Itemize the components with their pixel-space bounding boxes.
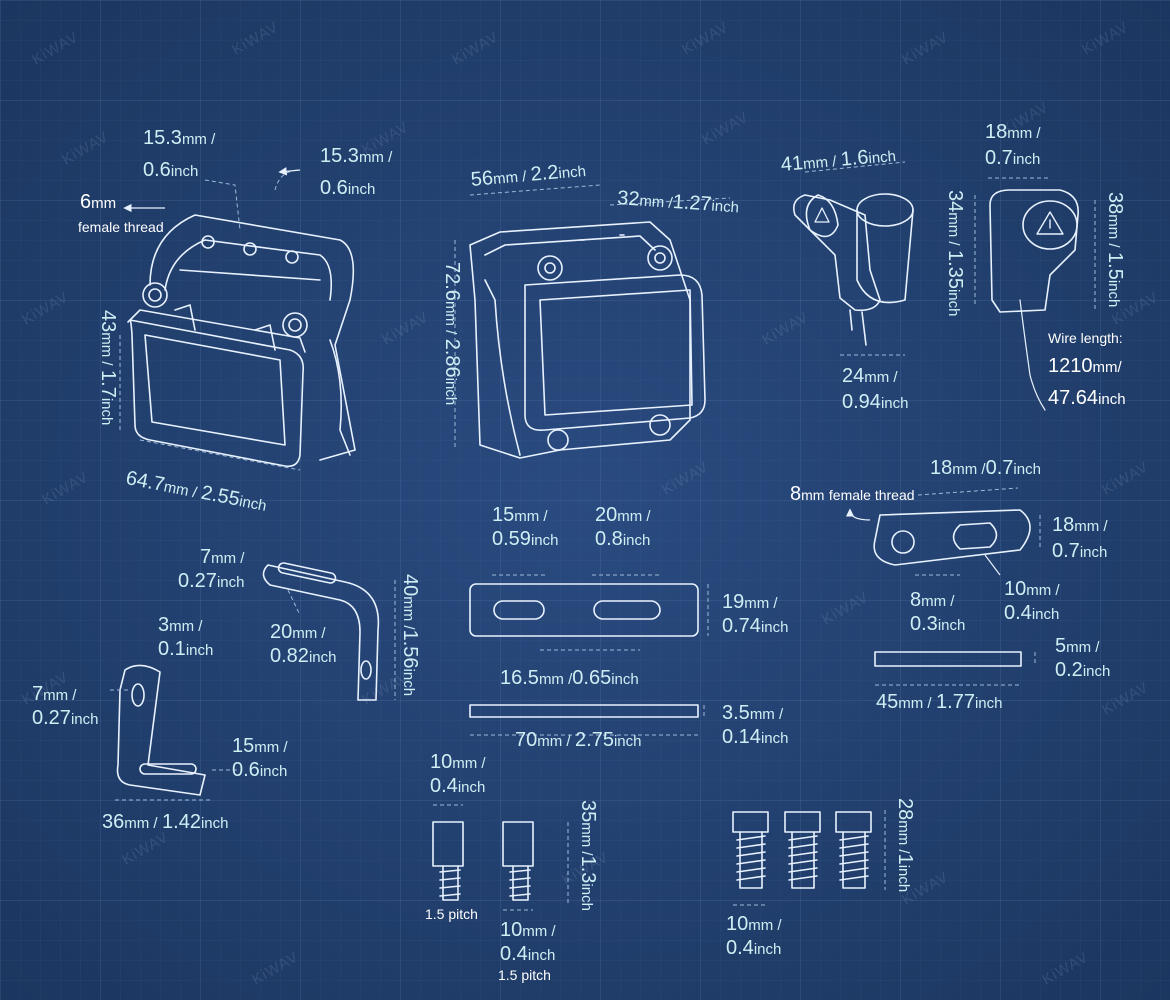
slotted-strip-drawing [469,583,699,718]
switch-cap-angled-drawing [792,193,914,346]
dim-label: 35mm /1.3inch [577,800,599,911]
dim-label: 20mm / [595,504,651,526]
dim-label: 10mm / [726,913,782,935]
dim-label: 0.4inch [1004,602,1060,624]
dim-label: 34mm / 1.35inch [944,190,966,317]
dim-label: 0.8inch [595,528,651,550]
dim-label: 15mm / [232,735,288,757]
dim-label: 5mm / [1055,635,1100,657]
dim-label: 28mm /1inch [894,798,916,893]
dim-label: 45mm / 1.77inch [876,691,1003,713]
dim-label: 3mm / [158,614,203,636]
dim-label: 7mm / [200,546,245,568]
dim-label: 72.6mm / 2.86inch [441,262,463,406]
l-bracket-large-drawing [262,562,380,701]
wire-length-title: Wire length: [1048,330,1123,346]
dim-label: 10mm / [1004,578,1060,600]
dim-label: 10mm / [430,751,486,773]
dim-label: 43mm / 1.7inch [97,310,119,426]
spacers-drawing [432,821,534,901]
dim-label: 15.3mm / [143,127,216,149]
switch-cap-upright-drawing [989,189,1079,411]
side-bracket-drawing [469,221,706,459]
dim-label: 0.3inch [910,613,966,635]
dim-label: 24mm / [842,365,898,387]
bolts-drawing [732,811,872,889]
dim-label: 18mm / [985,121,1041,143]
dim-label: 0.4inch [726,937,782,959]
dim-label: 15.3mm / [320,145,393,167]
dim-label: 0.27inch [32,707,99,729]
dim-label: 0.6inch [143,159,199,181]
dim-label: 18mm / [1052,514,1108,536]
dim-label: 0.59inch [492,528,559,550]
dim-label: 0.6inch [320,177,376,199]
thread-callout: 6mm [80,191,117,213]
dim-label: 16.5mm /0.65inch [500,667,639,689]
callout-arrows [123,167,1001,576]
dim-label: 10mm / [500,919,556,941]
dim-label: 3.5mm / [722,702,784,724]
dim-label: 0.14inch [722,726,789,748]
dim-label: 0.1inch [158,638,214,660]
l-bracket-small-drawing [116,664,206,796]
dim-label: 15mm / [492,504,548,526]
wire-length-mm: 1210mm/ [1048,355,1122,377]
dim-label: 0.94inch [842,391,909,413]
dim-label: 0.27inch [178,570,245,592]
dim-label: 8mm / [910,589,955,611]
thread-callout-text: female thread [78,219,164,235]
pitch-label: 1.5 pitch [498,967,551,983]
dim-label: 20mm / [270,621,326,643]
front-bracket-drawing [127,214,356,468]
dimension-lines [110,161,1096,911]
dim-label: 18mm /0.7inch [930,457,1041,479]
plate-thread-callout: 8mm female thread [790,483,915,505]
dim-label: 0.74inch [722,615,789,637]
dim-label: 40mm /1.56inch [399,574,421,697]
dim-label: 19mm / [722,591,778,613]
dim-label: 70mm / 2.75inch [515,729,642,751]
dim-label: 0.2inch [1055,659,1111,681]
dim-label: 0.7inch [1052,540,1108,562]
pitch-label: 1.5 pitch [425,906,478,922]
dim-label: 0.6inch [232,759,288,781]
dim-label: 0.7inch [985,147,1041,169]
dim-label: 0.4inch [500,943,556,965]
mount-plate-drawing [873,509,1031,667]
dim-label: 0.4inch [430,775,486,797]
wire-length-inch: 47.64inch [1048,387,1126,409]
dim-label: 0.82inch [270,645,337,667]
dim-label: 7mm / [32,683,77,705]
dim-label: 36mm / 1.42inch [102,811,229,833]
dim-label: 38mm / 1.5inch [1104,192,1126,308]
